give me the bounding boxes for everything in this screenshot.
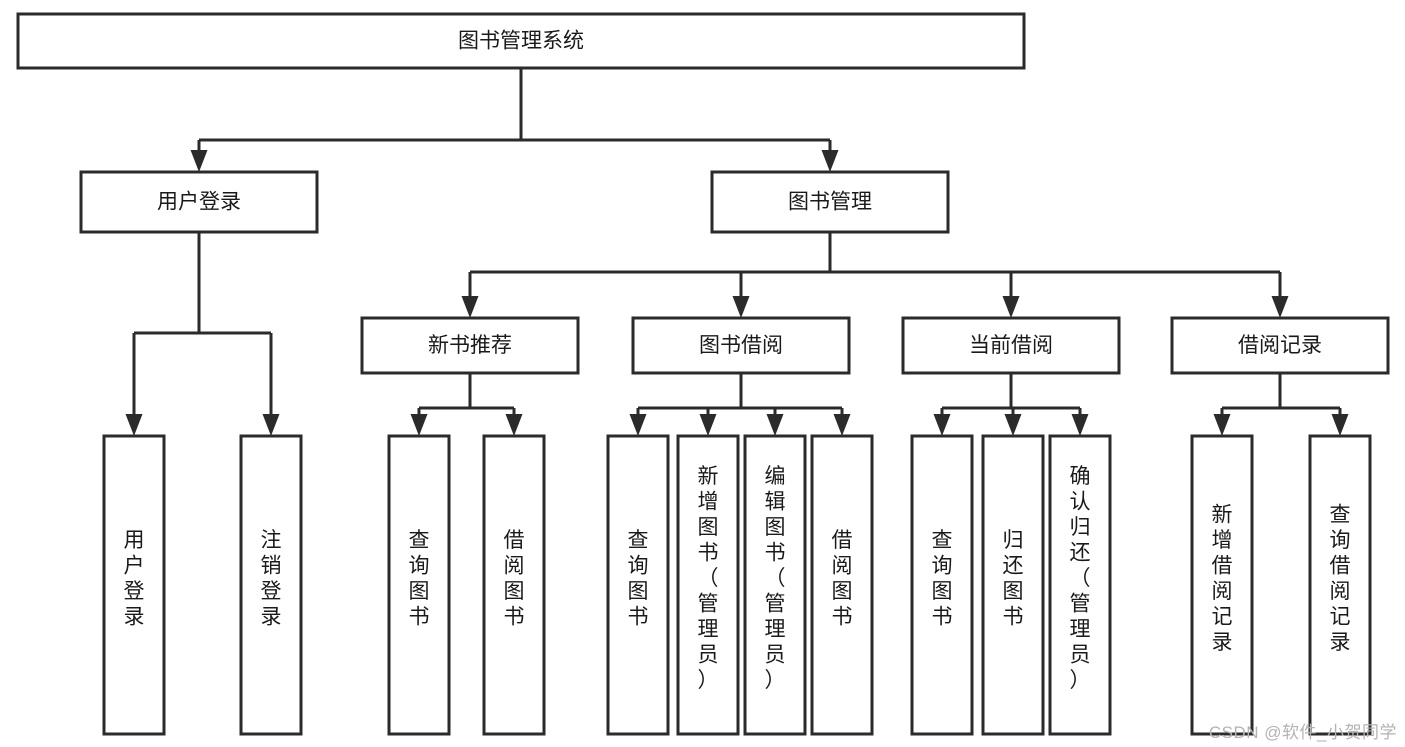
node-box (606, 434, 670, 736)
arrow-head-icon (732, 296, 750, 318)
node-box (239, 434, 303, 736)
node-box (981, 434, 1045, 736)
node-root[interactable]: 图书管理系统 (16, 12, 1026, 70)
node-label: 当前借阅 (969, 334, 1053, 357)
node-label: 图书管理系统 (458, 30, 584, 53)
node-leaf-bb-borrow-book[interactable]: 借阅图书 (810, 434, 874, 736)
node-l2-book-manage[interactable]: 图书管理 (710, 170, 950, 234)
connector-layer (125, 68, 1349, 436)
node-label: 新书推荐 (428, 334, 512, 357)
node-leaf-bb-edit-book[interactable]: 编辑图书（管理员） (743, 434, 807, 736)
arrow-head-icon (766, 414, 784, 436)
arrow-head-icon (461, 296, 479, 318)
arrow-head-icon (629, 414, 647, 436)
arrow-head-icon (1213, 414, 1231, 436)
node-box (631, 316, 851, 375)
node-leaf-rec-borrow-book[interactable]: 借阅图书 (482, 434, 546, 736)
node-label: 注销登录 (261, 529, 282, 629)
node-box (79, 170, 319, 234)
node-l3-current-borrow[interactable]: 当前借阅 (901, 316, 1121, 375)
node-layer: 图书管理系统用户登录图书管理新书推荐图书借阅当前借阅借阅记录用户登录注销登录查询… (16, 12, 1390, 736)
node-box (482, 434, 546, 736)
node-box (676, 434, 740, 736)
arrow-head-icon (821, 150, 839, 172)
node-box (901, 316, 1121, 375)
node-leaf-bb-add-book[interactable]: 新增图书（管理员） (676, 434, 740, 736)
arrow-head-icon (125, 414, 143, 436)
node-leaf-rec-query-book[interactable]: 查询图书 (387, 434, 451, 736)
node-label: 图书管理 (788, 191, 872, 214)
node-leaf-br-query-record[interactable]: 查询借阅记录 (1308, 434, 1372, 736)
arrow-head-icon (505, 414, 523, 436)
node-box (16, 12, 1026, 70)
arrow-head-icon (1071, 414, 1089, 436)
arrow-head-icon (1004, 414, 1022, 436)
node-box (360, 316, 580, 375)
arrow-head-icon (933, 414, 951, 436)
arrow-head-icon (190, 150, 208, 172)
node-label: 新增借阅记录 (1212, 503, 1233, 654)
node-l2-user-login[interactable]: 用户登录 (79, 170, 319, 234)
node-box (910, 434, 974, 736)
node-label: 查询借阅记录 (1330, 503, 1351, 654)
arrow-head-icon (1331, 414, 1349, 436)
node-leaf-cb-return-book[interactable]: 归还图书 (981, 434, 1045, 736)
node-leaf-bb-query-book[interactable]: 查询图书 (606, 434, 670, 736)
node-box (1170, 316, 1390, 375)
node-l3-new-book-rec[interactable]: 新书推荐 (360, 316, 580, 375)
node-label: 确认归还（管理员） (1070, 465, 1091, 692)
node-label: 查询图书 (409, 529, 430, 629)
node-label: 查询图书 (628, 529, 649, 629)
node-label: 归还图书 (1003, 529, 1024, 629)
node-box (710, 170, 950, 234)
arrow-head-icon (262, 414, 280, 436)
arrow-head-icon (410, 414, 428, 436)
node-box (810, 434, 874, 736)
node-leaf-user-login[interactable]: 用户登录 (102, 434, 166, 736)
node-leaf-logout[interactable]: 注销登录 (239, 434, 303, 736)
node-box (743, 434, 807, 736)
node-box (387, 434, 451, 736)
arrow-head-icon (699, 414, 717, 436)
node-box (1190, 434, 1254, 736)
node-l3-book-borrow[interactable]: 图书借阅 (631, 316, 851, 375)
node-label: 借阅记录 (1238, 334, 1322, 357)
arrow-head-icon (833, 414, 851, 436)
node-label: 用户登录 (124, 529, 145, 629)
node-label: 图书借阅 (699, 334, 783, 357)
node-label: 借阅图书 (832, 529, 853, 629)
node-box (102, 434, 166, 736)
node-label: 借阅图书 (504, 529, 525, 629)
node-leaf-cb-query-book[interactable]: 查询图书 (910, 434, 974, 736)
node-leaf-br-add-record[interactable]: 新增借阅记录 (1190, 434, 1254, 736)
node-leaf-cb-confirm-return[interactable]: 确认归还（管理员） (1048, 434, 1112, 736)
node-box (1048, 434, 1112, 736)
node-label: 用户登录 (157, 191, 241, 214)
node-l3-borrow-record[interactable]: 借阅记录 (1170, 316, 1390, 375)
node-label: 查询图书 (932, 529, 953, 629)
node-label: 新增图书（管理员） (698, 465, 719, 692)
node-label: 编辑图书（管理员） (765, 465, 786, 692)
arrow-head-icon (1002, 296, 1020, 318)
node-box (1308, 434, 1372, 736)
arrow-head-icon (1271, 296, 1289, 318)
